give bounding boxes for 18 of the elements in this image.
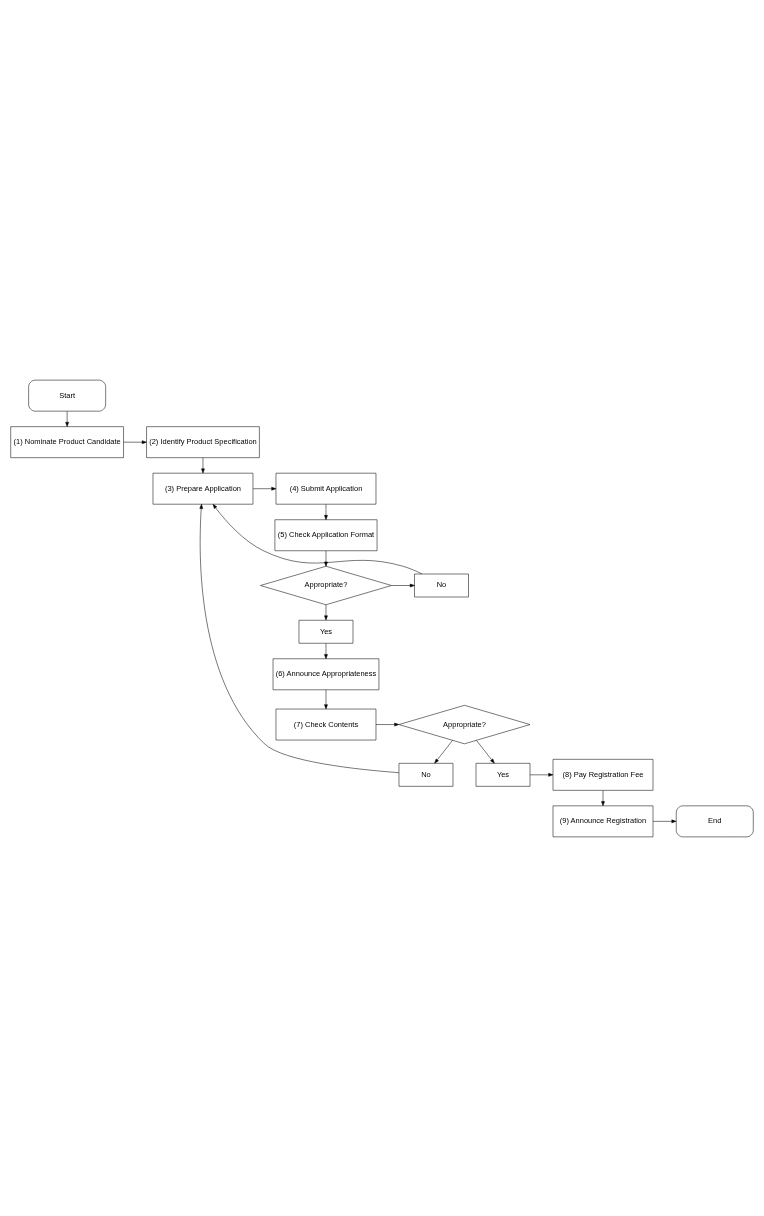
arrow (324, 642, 328, 659)
arrow (199, 503, 400, 773)
arrow (324, 503, 328, 520)
arrow (652, 819, 677, 823)
arrow (252, 486, 277, 490)
arrow (324, 550, 328, 566)
arrow (212, 503, 423, 574)
arrow (324, 689, 328, 709)
arrow (529, 772, 554, 777)
arrow (324, 604, 328, 620)
arrow (375, 722, 400, 726)
arrow (65, 410, 69, 427)
arrow (434, 739, 453, 763)
arrow (391, 583, 415, 587)
arrow (476, 739, 495, 763)
arrow (123, 439, 147, 444)
arrow (201, 457, 205, 473)
arrow (601, 789, 605, 806)
